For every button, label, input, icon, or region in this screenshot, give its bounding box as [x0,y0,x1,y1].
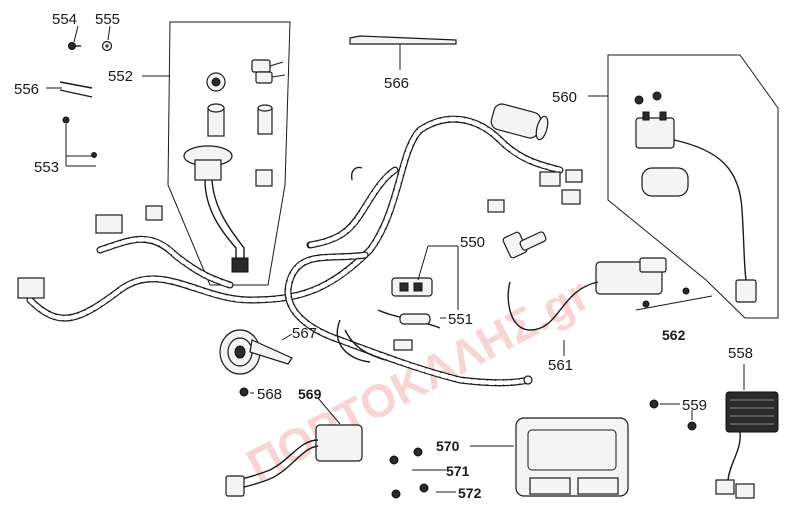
regulator-rectifier-558 [649,391,779,499]
part-labels: 554 555 556 552 553 566 560 550 551 567 … [14,11,753,501]
ignition-connector [231,257,249,273]
harness-filter [490,103,549,141]
label-560: 560 [552,89,577,106]
nut-571a-icon [389,455,399,465]
regulator-connector-2 [735,483,755,499]
horn-bolt-568 [239,387,249,397]
coil-bolt-1 [642,300,650,308]
bolt-556b-icon [59,89,93,98]
flasher-body [315,424,363,462]
label-570: 570 [436,438,460,454]
starter-relay-group [607,54,779,319]
ignition-wire-1 [204,179,237,262]
harness-plug-b [539,171,561,187]
screw-553b-icon [91,152,97,158]
fuse-cartridge [399,313,431,325]
horn-567 [219,329,293,397]
label-554: 554 [52,11,77,28]
label-551: 551 [448,311,473,328]
nut-571b-icon [413,447,423,457]
label-556: 556 [14,81,39,98]
bolt-556a-icon [59,81,93,89]
label-572: 572 [458,485,482,501]
small-hardware [59,40,113,158]
regulator-connector-1 [715,479,735,495]
relay-nut-2 [652,91,662,101]
harness-clip [350,166,363,181]
left-connector-small [145,205,163,221]
cable-tie-icon [349,35,457,45]
label-562: 562 [662,327,686,343]
label-553: 553 [34,159,59,176]
ignition-coil-group [502,231,713,331]
ignition-switch-base [194,159,222,181]
ground-terminal [523,375,533,385]
label-569: 569 [298,386,322,402]
flasher-wire [237,439,319,481]
cdi-body [515,417,629,497]
label-571: 571 [446,463,470,479]
relay-frame [607,54,779,319]
harness-plug-d [565,169,583,183]
harness-plug-c [561,189,581,205]
flasher-relay-569 [225,424,363,497]
label-550: 550 [460,234,485,251]
left-connector-block [95,214,123,234]
screw-554-icon [68,42,76,50]
label-559: 559 [682,397,707,414]
label-552: 552 [108,68,133,85]
fuse-holder-group [377,277,441,329]
bolt-559b-icon [687,421,697,431]
regulator-body [725,391,779,433]
ignition-frame [167,21,291,286]
relay-wire [673,139,747,281]
cdi-unit-570 [389,417,629,499]
tail-connector [17,277,45,299]
label-558: 558 [728,345,753,362]
key-cylinder-hole [211,77,221,87]
key-head-2 [255,71,273,84]
harness-plug-e [393,339,413,351]
cdi-connector-2 [577,477,619,495]
coil-bolt-2 [682,287,690,295]
lock-cap [255,169,273,187]
relay-nut-1 [634,95,644,105]
fuse-box [391,277,433,297]
horn-bracket [249,339,293,365]
label-555: 555 [95,11,120,28]
main-wiring-harness [17,115,583,387]
coil-leader-line [635,295,713,311]
regulator-wire [727,431,741,481]
label-567: 567 [292,325,317,342]
relay-rubber-boot [641,167,689,197]
hv-cable [507,281,599,331]
ignition-switch-group [167,21,291,286]
screw-553a-icon [62,116,70,124]
seat-lock-cylinder [257,107,273,135]
bolt-559a-icon [649,399,659,409]
label-566: 566 [384,75,409,92]
cdi-connector-1 [529,477,571,495]
screw-572a-icon [391,489,401,499]
relay-connector [735,279,757,303]
screw-572b-icon [419,483,429,493]
label-561: 561 [548,357,573,374]
label-568: 568 [257,386,282,403]
relay-body [635,117,675,149]
harness-plug-a [487,199,505,213]
key-head-1 [251,59,271,73]
cable-tie-566 [349,35,457,70]
flasher-connector [225,475,245,497]
leader-lines [46,25,745,493]
